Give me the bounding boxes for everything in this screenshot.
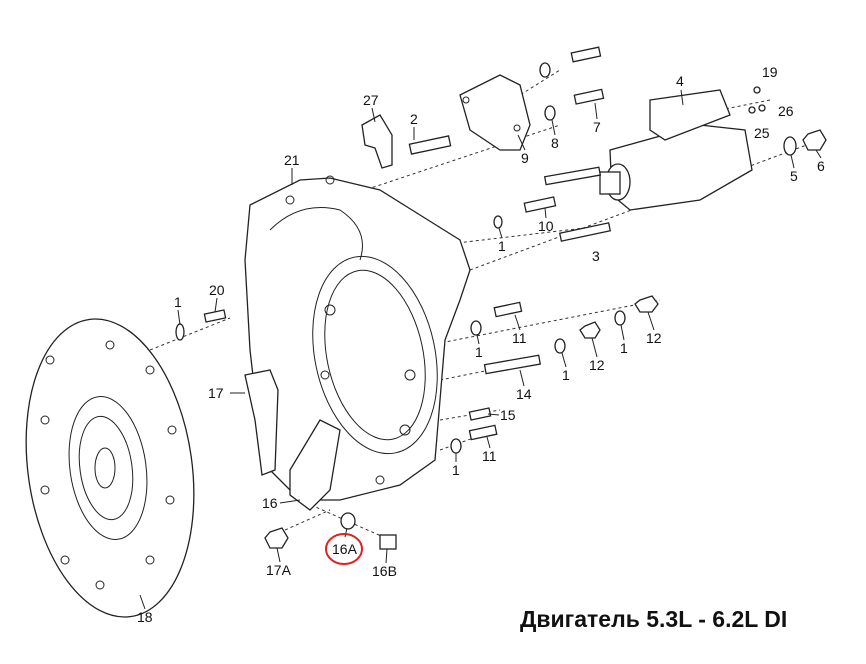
callout-21: 21: [284, 152, 300, 168]
callout-16b: 16B: [372, 563, 397, 579]
bracket-part-27: [361, 114, 393, 169]
callout-17a: 17A: [266, 562, 292, 578]
callout-17: 17: [208, 385, 224, 401]
leader-lines: [139, 89, 822, 610]
callout-6: 6: [817, 158, 825, 174]
diagram-title: Двигатель 5.3L - 6.2L DI: [520, 606, 788, 632]
callout-26: 26: [778, 103, 794, 119]
callout-16: 16: [262, 495, 278, 511]
callout-12: 12: [646, 330, 662, 346]
callout-15: 15: [500, 407, 516, 423]
callout-27: 27: [363, 92, 379, 108]
highlight-circle-16a: [325, 533, 363, 565]
callout-7: 7: [593, 119, 601, 135]
callout-18: 18: [137, 609, 153, 625]
callout-5: 5: [790, 168, 798, 184]
callout-9: 9: [521, 150, 529, 166]
flywheel-part-18: [25, 318, 195, 618]
fasteners: [175, 46, 827, 550]
callout-25: 25: [754, 125, 770, 141]
callout-8: 8: [551, 135, 559, 151]
callout-1: 1: [452, 462, 460, 478]
callout-1: 1: [475, 344, 483, 360]
callout-4: 4: [676, 73, 684, 89]
cover-plate-part-9: [459, 74, 531, 151]
callout-1: 1: [620, 340, 628, 356]
callout-14: 14: [516, 386, 532, 402]
bell-housing-part-21: [244, 175, 471, 511]
callout-20: 20: [209, 282, 225, 298]
starter-motor-part-4: [599, 89, 753, 211]
callout-2: 2: [410, 111, 418, 127]
callout-19: 19: [762, 64, 778, 80]
callout-12: 12: [589, 357, 605, 373]
callout-16a: 16A: [332, 541, 358, 557]
callout-labels: 4 19 26 25 6 5 27 2 9 8 7 21 10 1 3 20 1…: [137, 64, 825, 625]
callout-11: 11: [512, 330, 527, 346]
callout-1: 1: [174, 294, 182, 310]
callout-1: 1: [498, 238, 506, 254]
callout-1: 1: [562, 367, 570, 383]
callout-11: 11: [482, 448, 497, 464]
callout-10: 10: [538, 218, 554, 234]
callout-3: 3: [592, 248, 600, 264]
